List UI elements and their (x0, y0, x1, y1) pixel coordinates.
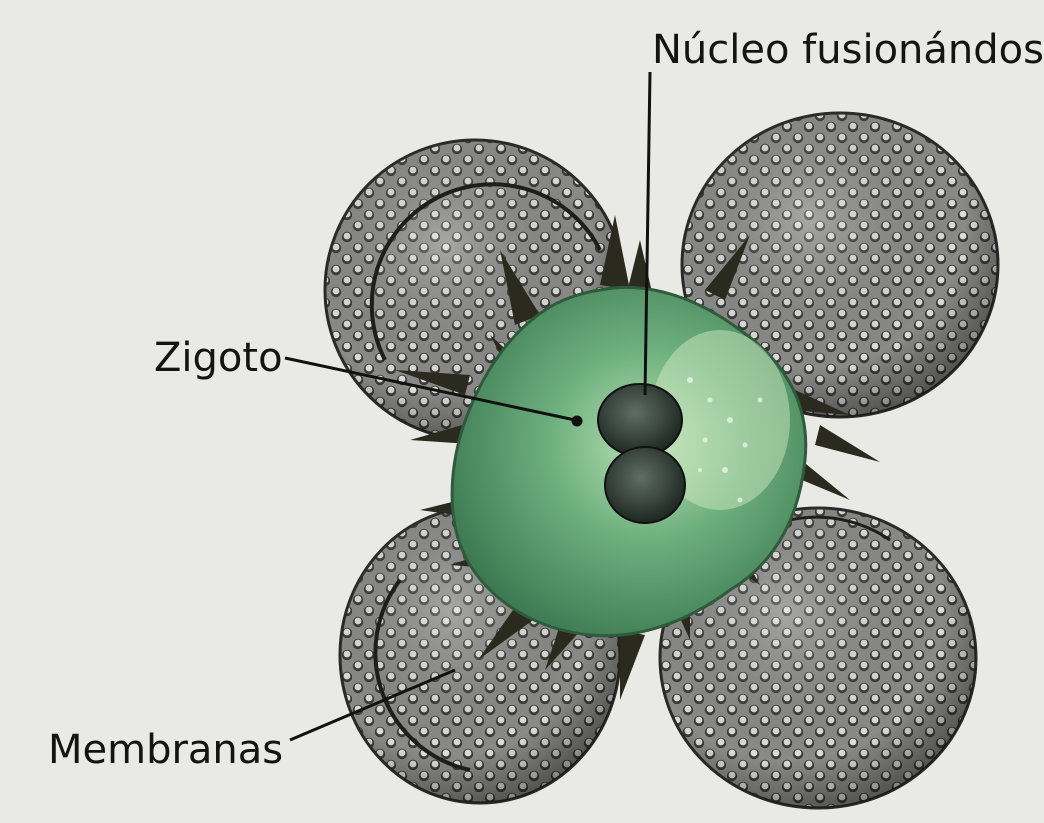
nucleus-upper (598, 384, 682, 456)
label-nucleus: Núcleo fusionándose (652, 30, 1044, 70)
label-membranes: Membranas (48, 730, 283, 770)
label-zygote: Zigoto (154, 338, 283, 378)
nucleus-lower (605, 447, 685, 523)
